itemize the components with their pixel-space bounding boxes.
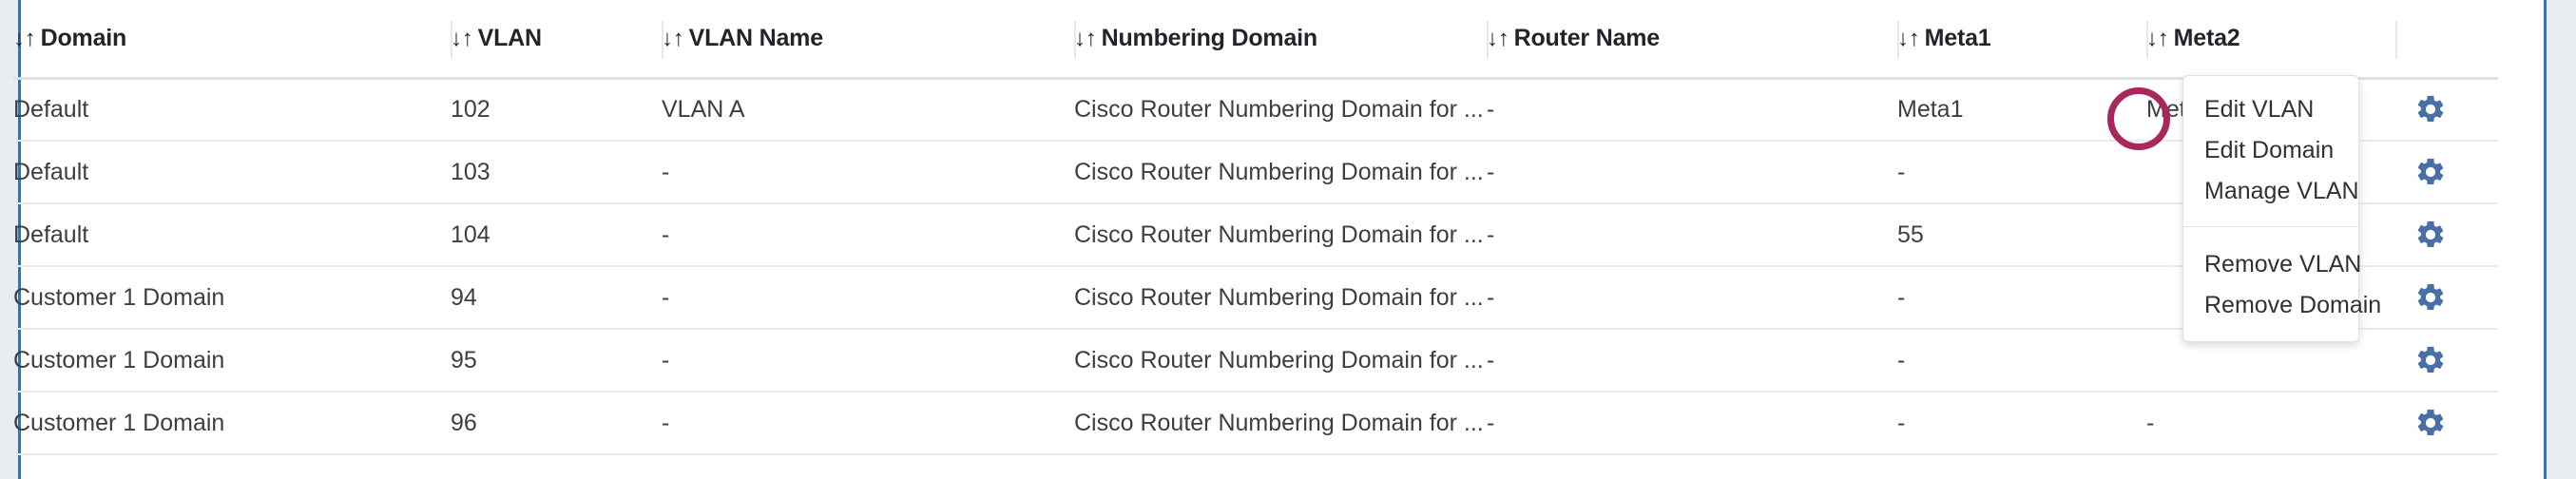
menu-item-manage-vlan[interactable]: Manage VLAN (2204, 178, 2359, 204)
table-row: Default 102 VLAN A Cisco Router Numberin… (13, 78, 2498, 142)
cell-numbering-domain: Cisco Router Numbering Domain for ... (1074, 203, 1487, 267)
column-header-label: VLAN (477, 24, 542, 51)
cell-router-name: - (1487, 78, 1897, 142)
cell-vlan-name: VLAN A (662, 78, 1074, 142)
column-header-actions (2395, 0, 2498, 80)
cell-domain: Customer 1 Domain (13, 329, 451, 393)
table-row: Customer 1 Domain 95 - Cisco Router Numb… (13, 329, 2498, 393)
cell-meta1: - (1897, 329, 2146, 393)
column-header-meta2[interactable]: ↓↑Meta2 (2146, 0, 2395, 80)
sort-icon[interactable]: ↓↑ (1487, 25, 1509, 51)
sort-icon[interactable]: ↓↑ (1074, 25, 1097, 51)
cell-numbering-domain: Cisco Router Numbering Domain for ... (1074, 141, 1487, 204)
table-row: Customer 1 Domain 94 - Cisco Router Numb… (13, 266, 2498, 330)
cell-meta1: 55 (1897, 203, 2146, 267)
cell-actions (2395, 141, 2498, 204)
column-header-domain[interactable]: ↓↑Domain (13, 0, 451, 80)
table-header: ↓↑Domain ↓↑VLAN ↓↑VLAN Name ↓↑Numbering … (13, 0, 2498, 80)
cell-vlan: 96 (451, 392, 662, 455)
table-row: Default 103 - Cisco Router Numbering Dom… (13, 141, 2498, 204)
cell-vlan-name: - (662, 203, 1074, 267)
gear-icon[interactable] (2414, 281, 2447, 314)
column-header-label: Domain (40, 24, 127, 51)
cell-numbering-domain: Cisco Router Numbering Domain for ... (1074, 329, 1487, 393)
table-row: Default 104 - Cisco Router Numbering Dom… (13, 203, 2498, 267)
cell-router-name: - (1487, 266, 1897, 330)
cell-router-name: - (1487, 392, 1897, 455)
cell-vlan: 104 (451, 203, 662, 267)
column-header-router-name[interactable]: ↓↑Router Name (1487, 0, 1897, 80)
gear-icon[interactable] (2414, 156, 2447, 188)
column-header-label: Numbering Domain (1101, 24, 1318, 51)
column-header-label: Meta1 (1924, 24, 1991, 51)
cell-vlan-name: - (662, 392, 1074, 455)
sort-icon[interactable]: ↓↑ (2146, 25, 2169, 51)
sort-icon[interactable]: ↓↑ (451, 25, 473, 51)
gear-icon[interactable] (2414, 344, 2447, 376)
cell-domain: Default (13, 141, 451, 204)
menu-item-remove-vlan[interactable]: Remove VLAN (2204, 251, 2362, 278)
cell-meta1: - (1897, 141, 2146, 204)
menu-item-remove-domain[interactable]: Remove Domain (2204, 292, 2382, 318)
cell-domain: Customer 1 Domain (13, 392, 451, 455)
cell-actions (2395, 203, 2498, 267)
table-row: Customer 1 Domain 96 - Cisco Router Numb… (13, 392, 2498, 455)
cell-numbering-domain: Cisco Router Numbering Domain for ... (1074, 392, 1487, 455)
cell-numbering-domain: Cisco Router Numbering Domain for ... (1074, 266, 1487, 330)
cell-actions (2395, 266, 2498, 330)
cell-meta2: - (2146, 392, 2395, 455)
cell-domain: Customer 1 Domain (13, 266, 451, 330)
column-header-label: Router Name (1513, 24, 1661, 51)
cell-vlan: 95 (451, 329, 662, 393)
cell-vlan: 102 (451, 78, 662, 142)
column-header-numbering-domain[interactable]: ↓↑Numbering Domain (1074, 0, 1487, 80)
cell-vlan-name: - (662, 329, 1074, 393)
gear-icon[interactable] (2414, 219, 2447, 251)
cell-actions (2395, 392, 2498, 455)
sort-icon[interactable]: ↓↑ (13, 25, 36, 51)
cell-domain: Default (13, 203, 451, 267)
cell-router-name: - (1487, 203, 1897, 267)
right-rail-border (2544, 0, 2547, 479)
cell-vlan: 94 (451, 266, 662, 330)
cell-router-name: - (1487, 329, 1897, 393)
row-actions-context-menu[interactable]: Edit VLAN Edit Domain Manage VLAN Remove… (2182, 75, 2382, 342)
table-body: Default 102 VLAN A Cisco Router Numberin… (13, 78, 2498, 455)
cell-meta1: - (1897, 392, 2146, 455)
column-header-meta1[interactable]: ↓↑Meta1 (1897, 0, 2146, 80)
cell-meta1: Meta1 (1897, 78, 2146, 142)
menu-item-edit-domain[interactable]: Edit Domain (2204, 137, 2335, 163)
cell-domain: Default (13, 78, 451, 142)
column-header-vlan[interactable]: ↓↑VLAN (451, 0, 662, 80)
cell-actions (2395, 329, 2498, 393)
cell-numbering-domain: Cisco Router Numbering Domain for ... (1074, 78, 1487, 142)
cell-vlan: 103 (451, 141, 662, 204)
gear-icon[interactable] (2414, 93, 2447, 125)
table-header-row: ↓↑Domain ↓↑VLAN ↓↑VLAN Name ↓↑Numbering … (13, 0, 2498, 80)
column-header-label: VLAN Name (688, 24, 823, 51)
cell-router-name: - (1487, 141, 1897, 204)
column-header-vlan-name[interactable]: ↓↑VLAN Name (662, 0, 1074, 80)
cell-actions (2395, 78, 2498, 142)
cell-vlan-name: - (662, 141, 1074, 204)
cell-vlan-name: - (662, 266, 1074, 330)
cell-meta1: - (1897, 266, 2146, 330)
menu-item-edit-vlan[interactable]: Edit VLAN (2204, 96, 2315, 123)
gear-icon[interactable] (2414, 407, 2447, 439)
column-header-label: Meta2 (2173, 24, 2240, 51)
sort-icon[interactable]: ↓↑ (662, 25, 684, 51)
vlan-table: ↓↑Domain ↓↑VLAN ↓↑VLAN Name ↓↑Numbering … (13, 0, 2498, 455)
sort-icon[interactable]: ↓↑ (1897, 25, 1920, 51)
menu-divider (2183, 226, 2358, 227)
